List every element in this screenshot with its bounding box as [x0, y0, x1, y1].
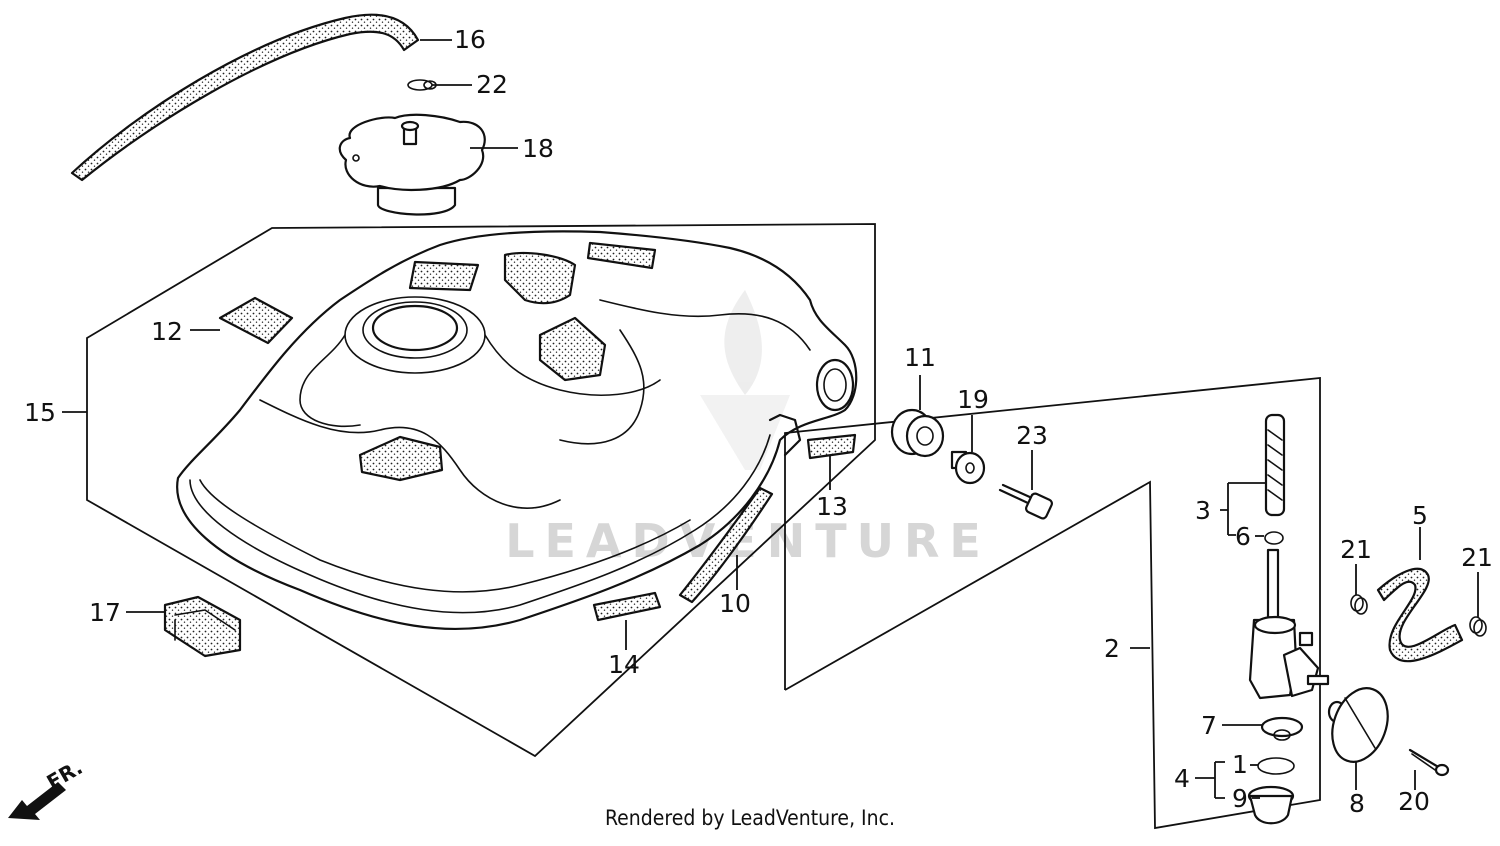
fuel-cap-18 — [338, 113, 486, 216]
label-14: 14 — [608, 650, 640, 679]
leader-lines — [62, 39, 1479, 799]
clip-21-right — [1469, 616, 1487, 637]
pad-13 — [806, 433, 857, 460]
part-labels: 16 22 18 12 15 17 13 10 14 11 19 23 3 6 … — [24, 25, 1493, 818]
grommet-11 — [890, 408, 945, 458]
strainer-3 — [1264, 413, 1286, 517]
fuel-tank — [176, 230, 858, 631]
tank-assembly-frame — [86, 223, 876, 758]
label-6: 6 — [1235, 522, 1251, 551]
label-4: 4 — [1174, 764, 1190, 793]
petcock-assembly-frame — [784, 377, 1321, 830]
pad-12 — [218, 296, 294, 345]
watermark-flame-icon — [700, 290, 790, 470]
label-12: 12 — [151, 317, 183, 346]
label-5: 5 — [1412, 501, 1428, 530]
pad-14 — [592, 591, 662, 622]
screw-20 — [1408, 748, 1450, 777]
label-10: 10 — [719, 589, 751, 618]
label-3: 3 — [1195, 496, 1211, 525]
label-23: 23 — [1016, 421, 1048, 450]
footer-credit: Rendered by LeadVenture, Inc. — [605, 806, 895, 830]
label-21-left: 21 — [1340, 535, 1372, 564]
label-7: 7 — [1201, 711, 1217, 740]
front-arrow-label: FR. — [43, 755, 87, 794]
clip-21-left — [1350, 594, 1368, 615]
label-15: 15 — [24, 398, 56, 427]
label-20: 20 — [1398, 787, 1430, 816]
o-ring-6 — [1264, 531, 1284, 545]
collar-19 — [950, 450, 986, 485]
label-8: 8 — [1349, 789, 1365, 818]
label-18: 18 — [522, 134, 554, 163]
label-19: 19 — [957, 385, 989, 414]
label-22: 22 — [476, 70, 508, 99]
clip-22 — [407, 79, 437, 91]
label-17: 17 — [89, 598, 121, 627]
label-21-right: 21 — [1461, 543, 1493, 572]
label-16: 16 — [454, 25, 486, 54]
fuel-hose-5 — [1376, 567, 1464, 663]
bolt-23 — [998, 483, 1053, 520]
label-13: 13 — [816, 492, 848, 521]
breather-hose-16 — [70, 13, 420, 182]
label-2: 2 — [1104, 634, 1120, 663]
fuel-valve-body — [1248, 548, 1330, 700]
gasket-1 — [1257, 757, 1295, 775]
strip-10 — [678, 486, 774, 604]
label-9: 9 — [1232, 784, 1248, 813]
diaphragm-7 — [1260, 716, 1304, 741]
sediment-cup-9 — [1247, 785, 1295, 825]
label-1: 1 — [1232, 750, 1248, 779]
cushion-17 — [163, 595, 242, 658]
label-11: 11 — [904, 343, 936, 372]
valve-lever-8 — [1327, 687, 1389, 763]
